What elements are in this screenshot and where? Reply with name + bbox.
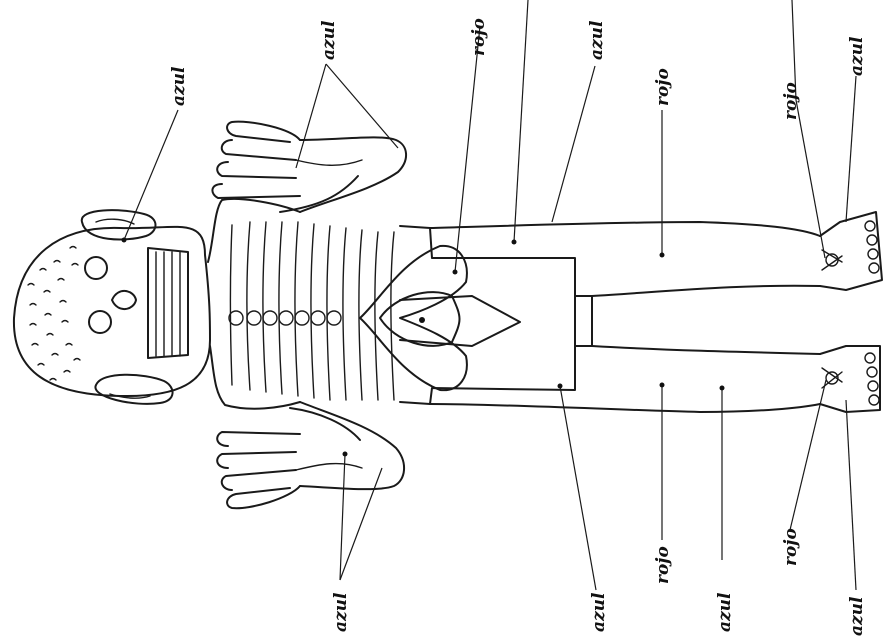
label-top-loincloth: azul [587,20,607,60]
sandal-top [820,212,882,290]
bead-column [229,311,341,325]
ear-top [82,210,156,239]
label-lower-ankle: rojo [781,528,801,566]
eye-bottom [89,311,111,333]
label-top-ankle: rojo [781,82,801,120]
torso [208,199,394,409]
arm-bottom [217,402,404,508]
label-top-chest: rojo [469,18,489,56]
head [14,210,210,404]
loincloth [400,226,592,404]
label-lower-arm: azul [331,592,351,632]
label-top-leg-upper: rojo [653,68,673,106]
label-face: azul [169,66,189,106]
mouth-mask [148,248,188,358]
hair-texture [28,247,80,381]
label-right-arm: azul [319,20,339,60]
pectoral-ornament [360,246,520,390]
label-top-sandal: azul [847,36,867,76]
label-lower-leg-side: azul [715,592,735,632]
eye-top [85,257,107,279]
label-lower-leg-upper: rojo [653,546,673,584]
nose [112,291,136,309]
legs [430,222,820,412]
leader-dots [122,238,725,457]
labels: azul azul rojo azul rojo rojo azul azul … [169,18,867,636]
label-lower-loincloth: azul [589,592,609,632]
label-lower-sandal: azul [847,596,867,636]
sandal-bottom [820,346,880,412]
leader-lines [124,0,856,590]
ear-bottom [95,375,172,404]
